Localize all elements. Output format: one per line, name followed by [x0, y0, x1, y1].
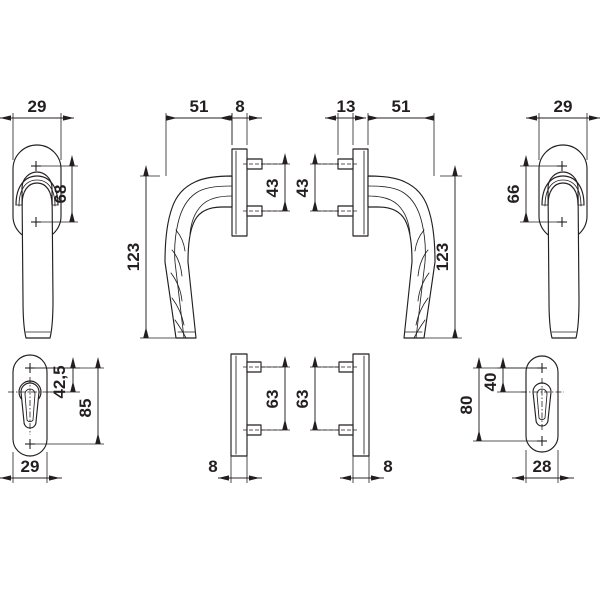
escutcheon-stub-top-right [338, 361, 354, 373]
dimension-label-8-escutcheon-left: 8 [208, 457, 217, 476]
dimension-8-escutcheon-left: 8 [208, 456, 262, 483]
view-escutcheon-side-left: 63 8 [208, 353, 290, 483]
escutcheon-stub-top-left [246, 361, 262, 373]
dimension-label-40: 40 [481, 373, 500, 392]
handle-lever-outline [21, 171, 54, 339]
dimension-66-front-right: 66 [504, 155, 557, 223]
handle-neck-arc-detail [18, 179, 56, 207]
dimension-29-escutcheon-left: 29 [0, 452, 62, 483]
dimension-13-side-right: 13 [325, 97, 366, 155]
dimension-29-front-left: 29 [0, 97, 74, 160]
dimension-63-side-right: 63 [293, 356, 339, 431]
dimension-85-left: 85 [35, 357, 104, 445]
handle-inner-contour-2 [189, 195, 233, 235]
dimension-8-escutcheon-right: 8 [340, 456, 393, 483]
dimension-123-side-left: 123 [124, 165, 176, 339]
screw-stub-bottom [246, 205, 263, 217]
dimension-label-123-left: 123 [124, 243, 143, 271]
dimension-label-80: 80 [457, 396, 476, 415]
dimension-label-43-left: 43 [263, 179, 282, 198]
screw-stub-top-right [337, 158, 354, 170]
dimension-label-42-5: 42,5 [50, 365, 69, 398]
grip-flute-right-4 [415, 297, 429, 326]
grip-flute-right-1 [414, 229, 425, 252]
dimension-label-63-left: 63 [263, 390, 282, 409]
dimension-label-29-right: 29 [554, 97, 573, 116]
dimension-label-8-left: 8 [235, 97, 244, 116]
handle-neck-arc-inner [21, 182, 53, 206]
grip-flute-1 [175, 229, 186, 252]
handle-neck-arc-outer-right [541, 175, 585, 206]
escutcheon-hole-bottom-cross-left [25, 439, 35, 449]
dimension-123-side-right: 123 [424, 165, 462, 339]
screw-stub-top [246, 158, 263, 170]
handle-inner-contour-right-2 [367, 195, 411, 235]
dimension-43-side-right: 43 [293, 153, 338, 212]
handle-inner-contour-1 [174, 185, 233, 339]
dimension-label-29-escutcheon: 29 [21, 457, 40, 476]
dimension-68-front-left: 68 [41, 155, 78, 223]
grip-flute-right-2 [417, 249, 429, 277]
escutcheon-hole-top-cross-left [25, 363, 35, 373]
handle-lever-outline-right [547, 171, 580, 339]
dimension-8-side-left: 8 [219, 97, 262, 145]
fixing-hole-bottom-cross [31, 217, 41, 227]
dimension-29-front-right: 29 [526, 97, 600, 160]
view-escutcheon-front-right: 40 80 28 [457, 355, 574, 483]
escutcheon-plate-side-left [230, 353, 248, 457]
dimension-label-51-left: 51 [190, 97, 209, 116]
escutcheon-plate-side-right [352, 353, 370, 457]
grip-flute-3 [170, 272, 183, 302]
handle-neck-arc-inner-right [547, 182, 579, 206]
dimension-label-63-right: 63 [293, 390, 312, 409]
escutcheon-hole-bottom-cross-right [537, 436, 547, 446]
handle-neck-arc-detail-right [544, 179, 582, 207]
grip-flute-2 [171, 249, 183, 277]
keyhole-inner-left [24, 388, 36, 422]
escutcheon-stub-bottom-right [338, 424, 354, 436]
escutcheon-hole-top-cross-right [537, 363, 547, 373]
dimension-label-43-right: 43 [293, 179, 312, 198]
view-escutcheon-front-left: 42,5 85 29 [0, 354, 104, 483]
fixing-hole-bottom-cross-right [557, 217, 567, 227]
dimension-label-123-right: 123 [433, 243, 452, 271]
dimension-51-side-right: 51 [367, 97, 435, 176]
dimension-label-13: 13 [337, 97, 356, 116]
grip-flute-right-5 [413, 319, 426, 339]
fixing-hole-top-cross-right [557, 161, 567, 171]
dimension-63-side-left: 63 [261, 356, 290, 431]
screw-stub-bottom-right [337, 205, 354, 217]
view-front-right-handle: 29 66 [504, 97, 600, 339]
handle-neck-arc-outer [15, 175, 59, 206]
handle-inner-contour-right-1 [367, 185, 426, 339]
dimension-28-right: 28 [512, 450, 574, 483]
rose-plate-right [352, 148, 369, 237]
dimension-43-side-left: 43 [262, 153, 290, 212]
dimension-label-66: 66 [504, 185, 523, 204]
dimension-label-85: 85 [76, 399, 95, 418]
grip-flute-right-3 [417, 272, 430, 302]
dimension-label-8-escutcheon-right: 8 [383, 457, 392, 476]
dimension-label-51-right: 51 [392, 97, 411, 116]
dimension-label-68: 68 [51, 185, 70, 204]
dimension-label-29: 29 [28, 97, 47, 116]
fixing-hole-top-cross [31, 161, 41, 171]
dimension-80-right: 80 [457, 357, 537, 442]
dimension-label-28: 28 [533, 457, 552, 476]
view-side-right-handle: 13 51 43 123 [293, 97, 462, 339]
view-front-left-handle: 29 68 [0, 97, 78, 339]
view-side-left-handle: 51 8 43 123 [124, 97, 290, 339]
rose-plate-left [231, 148, 248, 237]
grip-flute-4 [171, 297, 185, 326]
escutcheon-stub-bottom-left [246, 424, 262, 436]
keyhole-inner-right [536, 388, 548, 420]
view-escutcheon-side-right: 63 8 [293, 353, 393, 483]
grip-flute-5 [174, 319, 187, 339]
